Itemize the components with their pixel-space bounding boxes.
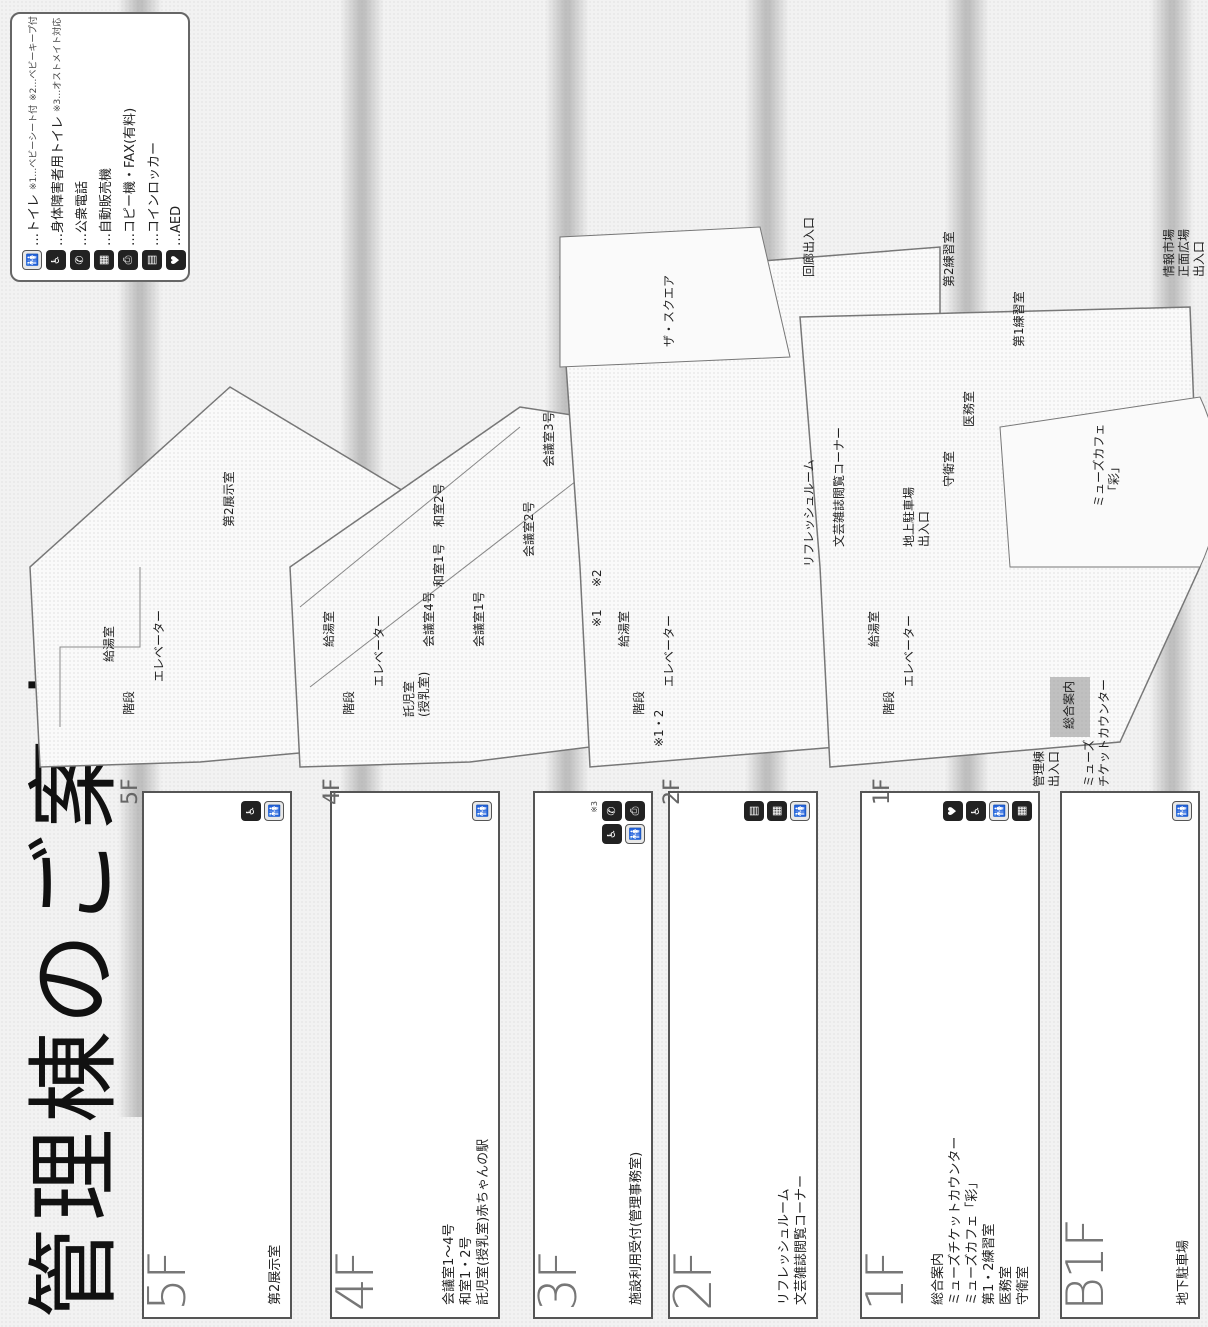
floor-4f-walls (309, 446, 621, 688)
map-floor-label: 2F (660, 778, 685, 805)
room-label: 和室1号 (432, 543, 446, 587)
room-label: 給湯室 (102, 625, 116, 662)
legend-row: ⎙ …コピー機・FAX(有料) (118, 108, 138, 270)
coin-locker-icon: ▤ (142, 250, 162, 270)
legend-label: …コピー機・FAX(有料) (122, 107, 138, 246)
map-floor-label: 1F (870, 778, 895, 805)
legend-row: ✆ …公衆電話 (70, 181, 90, 270)
entrance-label: 出入口 (917, 510, 931, 547)
legend-row: ▦ …自動販売機 (94, 168, 114, 270)
room-label: 会議室2号 (522, 501, 536, 557)
entrance-label: 回廊出入口 (802, 216, 816, 277)
room-label: エレベーター (372, 614, 386, 687)
toilet-note: ※1 (590, 609, 604, 627)
room-label: 第2展示室 (222, 471, 236, 527)
room-label: 会議室1号 (472, 591, 486, 647)
toilet-note: ※2 (590, 569, 604, 587)
entrance-label: 出入口 (1192, 240, 1206, 277)
room-label: 「彩」 (1107, 460, 1121, 497)
wheelchair-icon: ♿ (46, 250, 66, 270)
copy-fax-icon: ⎙ (118, 250, 138, 270)
legend-note: ※3…オストメイト対応 (52, 17, 63, 112)
toilet-note: ※1・2 (652, 709, 666, 747)
legend-label: …トイレ (26, 193, 42, 246)
toilet-icon: 🚻 (22, 250, 42, 270)
room-label: 総合案内 (1062, 680, 1076, 729)
legend-label: …自動販売機 (98, 167, 114, 246)
room-label: 階段 (882, 690, 896, 715)
room-label: ザ・スクエア (662, 274, 676, 347)
room-label: (授乳室) (417, 671, 431, 717)
legend-note: ※2…ベビーキープ付 (28, 16, 39, 101)
legend-row: 🚻 …トイレ ※1…ベビーシート付 ※2…ベビーキープ付 (22, 16, 42, 270)
legend-row: ▤ …コインロッカー (142, 142, 162, 270)
legend-label: …AED (168, 205, 184, 246)
map-floor-label: 5F (118, 778, 143, 805)
room-label: 医務室 (962, 390, 976, 427)
room-label: 給湯室 (322, 610, 336, 647)
legend-row: ♥ …AED (166, 206, 186, 270)
floor-2f-square (559, 226, 791, 368)
legend-row: ♿ …身体障害者用トイレ ※3…オストメイト対応 (46, 18, 66, 270)
floor-1f-cafe (999, 396, 1208, 568)
legend-note: ※1…ベビーシート付 (28, 104, 39, 190)
legend-label: …コインロッカー (146, 141, 162, 246)
vending-machine-icon: ▦ (94, 250, 114, 270)
room-label: エレベーター (152, 609, 166, 682)
room-label: 第1練習室 (1012, 291, 1026, 347)
room-label: 会議室3号 (542, 411, 556, 467)
room-label: 守衛室 (942, 450, 956, 487)
room-label: 給湯室 (617, 610, 631, 647)
room-label: 階段 (122, 690, 136, 715)
floor-1f-info-desk (1050, 677, 1090, 737)
room-label: 階段 (632, 690, 646, 715)
entrance-label: 出入口 (1047, 750, 1061, 787)
room-label: 第2練習室 (942, 231, 956, 287)
floor-4f-walls (299, 426, 521, 608)
room-label: 会議室4号 (422, 591, 436, 647)
map-floor-label: 4F (320, 778, 345, 805)
room-label: 階段 (342, 690, 356, 715)
room-label: エレベーター (662, 614, 676, 687)
legend: 🚻 …トイレ ※1…ベビーシート付 ※2…ベビーキープ付 ♿ …身体障害者用トイ… (10, 12, 190, 282)
room-label: 和室2号 (432, 483, 446, 527)
room-label: エレベーター (902, 614, 916, 687)
room-label: 文芸雑誌閲覧コーナー (832, 426, 846, 547)
floor-5f-walls (59, 567, 141, 727)
aed-icon: ♥ (166, 250, 186, 270)
room-label: 給湯室 (867, 610, 881, 647)
room-label: リフレッシュルーム (802, 459, 816, 567)
phone-icon: ✆ (70, 250, 90, 270)
legend-label: …公衆電話 (74, 180, 90, 246)
room-label: チケットカウンター (1097, 678, 1111, 787)
legend-label: …身体障害者用トイレ (50, 115, 66, 246)
